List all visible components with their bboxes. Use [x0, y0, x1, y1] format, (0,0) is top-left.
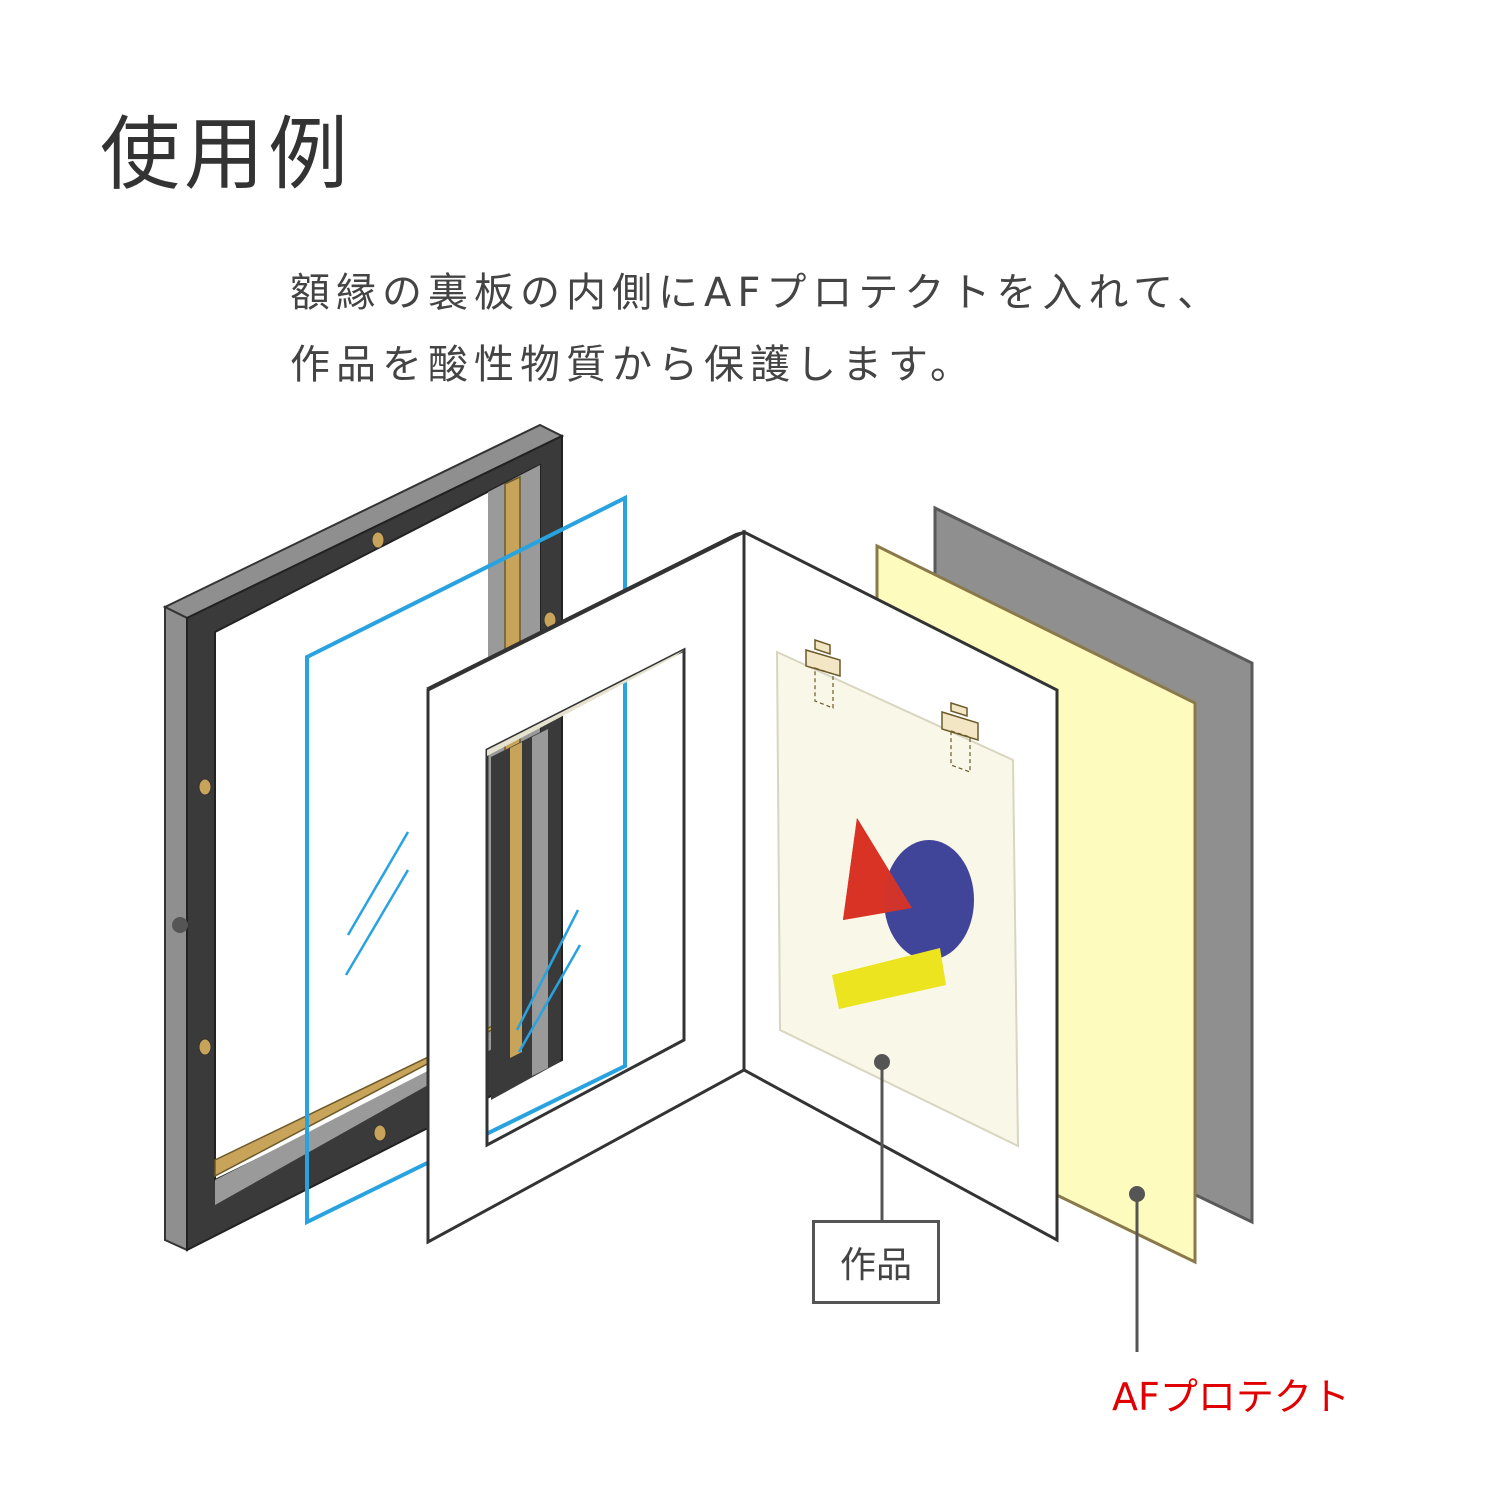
tape-hinge-right	[941, 701, 979, 773]
description-line-2: 作品を酸性物質から保護します。	[290, 342, 976, 388]
artwork-label: 作品	[812, 1220, 940, 1304]
artwork	[775, 638, 1020, 1220]
af-protect-label: AFプロテクト	[1112, 1375, 1350, 1419]
description-line-1: 額縁の裏板の内側にAFプロテクトを入れて、	[290, 270, 1224, 316]
artwork-label-text: 作品	[839, 1245, 912, 1286]
page-title: 使用例	[100, 108, 352, 201]
tape-hinge-left	[805, 638, 841, 709]
